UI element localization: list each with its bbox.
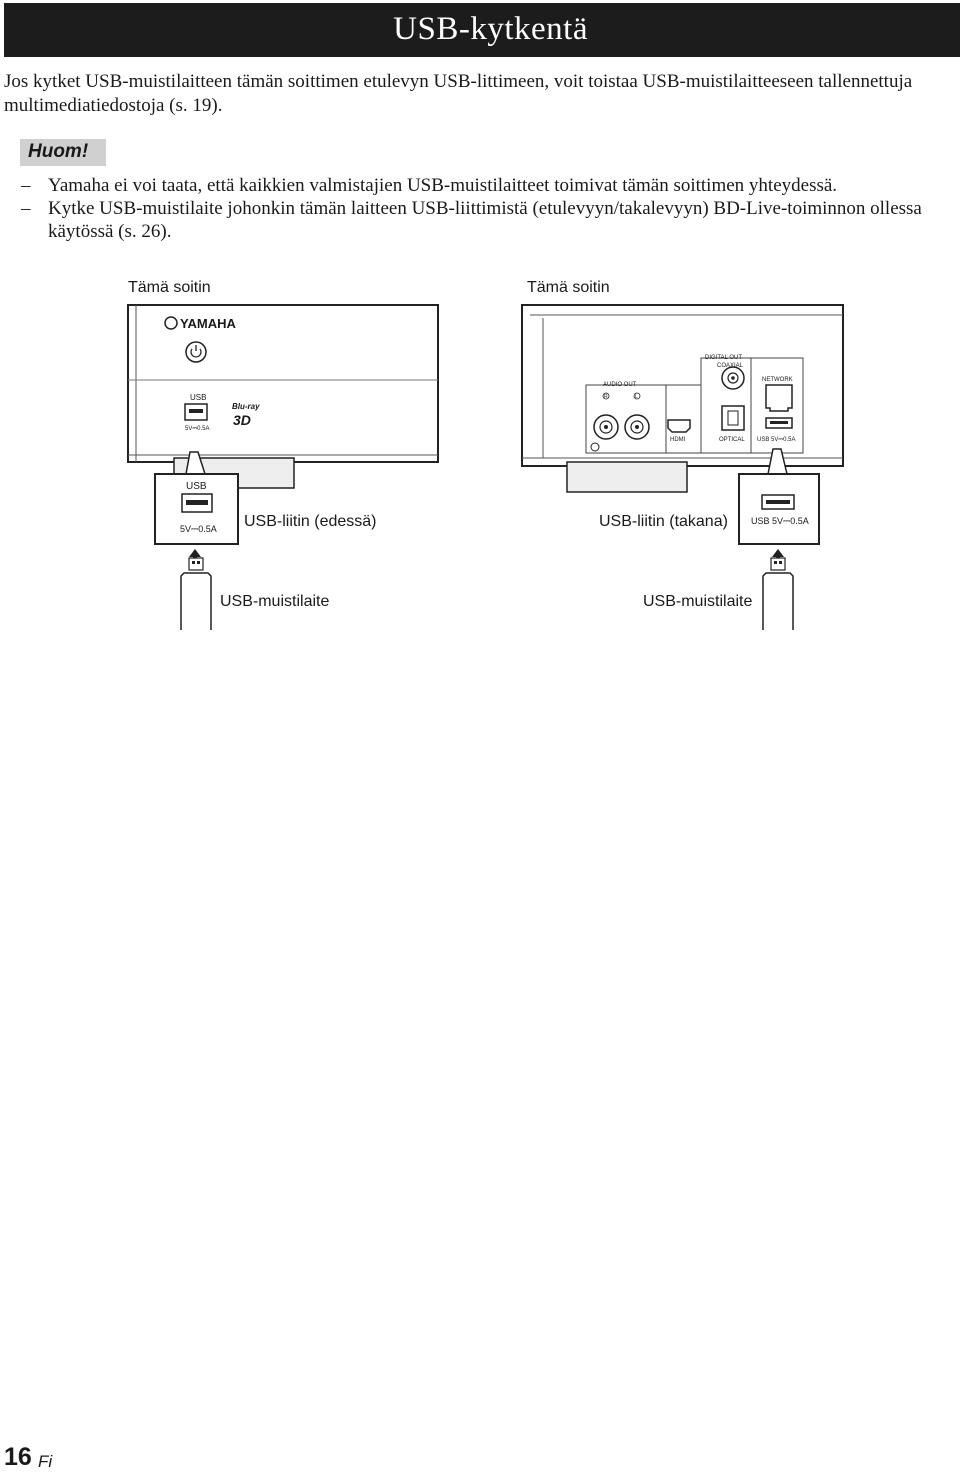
audio-l-jack[interactable] [624,414,650,440]
note-badge-label: Huom! [28,141,89,162]
rear-heading: Tämä soitin [527,279,610,296]
intro-paragraph: Jos kytket USB-muistilaitteen tämän soit… [4,71,913,116]
front-panel-diagram: Tämä soitin YAMAHA USB 5V⎓0.5A Blu-ray 3… [127,279,439,630]
front-zoom-usb-rating: 5V⎓0.5A [180,524,217,534]
hdmi-label: HDMI [670,437,686,443]
page-title: USB-kytkentä [393,11,588,47]
front-usb-stick-icon [180,557,212,630]
note-item: – Yamaha ei voi taata, että kaikkien val… [0,174,960,197]
rear-insert-arrow-icon [772,549,784,563]
coaxial-label: COAXIAL [717,363,744,369]
optical-port[interactable] [721,405,745,431]
optical-label: OPTICAL [719,437,745,443]
note-text: Kytke USB-muistilaite johonkin tämän lai… [48,198,922,242]
power-icon [190,348,202,358]
page-number: 16 [4,1443,32,1471]
audio-out-label: AUDIO OUT [603,382,637,388]
note-dash: – [21,175,31,196]
hdmi-port[interactable] [667,419,691,433]
network-port[interactable] [765,384,793,412]
note-badge: Huom! [20,139,106,166]
ground-screw-icon [590,442,600,452]
note-list: – Yamaha ei voi taata, että kaikkien val… [0,174,960,243]
rear-connector-label: USB-liitin (takana) [599,513,728,530]
front-device-label: USB-muistilaite [220,593,329,610]
note-dash: – [21,198,31,219]
note-text: Yamaha ei voi taata, että kaikkien valmi… [48,175,838,196]
front-zoom-usb-label: USB [186,481,207,492]
rear-device-label: USB-muistilaite [643,593,752,610]
audio-l-label: L [635,394,638,400]
yamaha-logo-icon: YAMAHA [164,316,236,331]
front-connector-label: USB-liitin (edessä) [244,513,376,530]
note-item: – Kytke USB-muistilaite johonkin tämän l… [0,197,960,243]
front-usb-label: USB [190,393,206,402]
audio-r-label: R [604,394,608,400]
front-heading: Tämä soitin [128,279,211,296]
rear-zoom-usb-label: USB 5V⎓0.5A [751,516,809,526]
brand-name: YAMAHA [180,316,236,331]
network-label: NETWORK [762,377,793,383]
digital-out-label: DIGITAL OUT [705,355,742,361]
rear-usb-stick-icon [762,557,794,630]
bluray-logo: Blu-ray [232,402,260,411]
rear-usb-label: USB 5V⎓0.5A [757,437,795,443]
rear-foot [566,461,688,493]
audio-r-jack[interactable] [593,414,619,440]
front-panel-body [127,304,439,463]
title-bar: USB-kytkentä [4,3,960,57]
rear-panel-diagram: Tämä soitin AUDIO OUT R L HDMI DIGITAL O… [521,279,844,630]
power-button[interactable] [185,341,207,363]
front-insert-arrow-icon [189,549,201,563]
logo-3d: 3D [233,412,251,428]
connection-diagram: Tämä soitin YAMAHA USB 5V⎓0.5A Blu-ray 3… [127,279,844,630]
page-language: Fi [38,1452,53,1471]
coaxial-jack[interactable] [721,366,745,390]
front-usb-rating: 5V⎓0.5A [185,426,209,432]
